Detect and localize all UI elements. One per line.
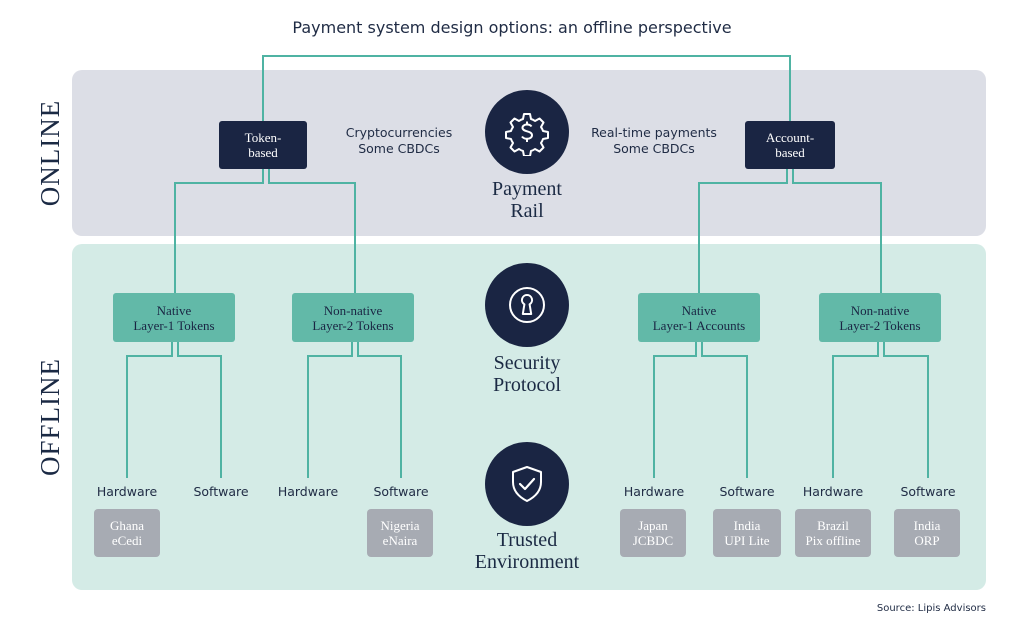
leaf-connector-7 bbox=[832, 342, 879, 478]
software-label: Software bbox=[193, 484, 249, 499]
payment-rail-circle bbox=[485, 90, 569, 174]
token-to-native-connector bbox=[174, 169, 264, 293]
leaf-connector-1 bbox=[126, 342, 173, 478]
token-examples-note: Cryptocurrencies Some CBDCs bbox=[345, 125, 453, 156]
trusted-environment-label: Trusted Environment bbox=[474, 529, 580, 573]
software-label: Software bbox=[900, 484, 956, 499]
leaf-connector-3 bbox=[307, 342, 353, 478]
example-india-orp: India ORP bbox=[894, 509, 960, 557]
example-ghana-ecedi: Ghana eCedi bbox=[94, 509, 160, 557]
nonnative-layer2-tokens-node-right: Non-native Layer-2 Tokens bbox=[819, 293, 941, 342]
keyhole-lock-icon bbox=[509, 287, 545, 323]
leaf-connector-5 bbox=[653, 342, 697, 478]
example-japan-jcbdc: Japan JCBDC bbox=[620, 509, 686, 557]
hardware-label: Hardware bbox=[802, 484, 864, 499]
hardware-label: Hardware bbox=[623, 484, 685, 499]
diagram-title: Payment system design options: an offlin… bbox=[292, 18, 732, 37]
native-layer1-accounts-node: Native Layer-1 Accounts bbox=[638, 293, 760, 342]
security-protocol-label: Security Protocol bbox=[493, 352, 561, 396]
trusted-environment-circle bbox=[485, 442, 569, 526]
payment-rail-label: Payment Rail bbox=[492, 178, 562, 222]
account-based-node: Account- based bbox=[745, 121, 835, 169]
leaf-connector-2 bbox=[177, 342, 222, 478]
example-india-upi-lite: India UPI Lite bbox=[713, 509, 781, 557]
hardware-label: Hardware bbox=[96, 484, 158, 499]
account-to-native-connector bbox=[698, 169, 788, 293]
token-based-node: Token- based bbox=[219, 121, 307, 169]
software-label: Software bbox=[719, 484, 775, 499]
security-protocol-circle bbox=[485, 263, 569, 347]
example-nigeria-enaira: Nigeria eNaira bbox=[367, 509, 433, 557]
account-examples-note: Real-time payments Some CBDCs bbox=[591, 125, 717, 156]
title-connector bbox=[262, 55, 791, 121]
software-label: Software bbox=[373, 484, 429, 499]
token-to-nonnative-connector bbox=[268, 169, 356, 293]
leaf-connector-4 bbox=[357, 342, 402, 478]
leaf-connector-6 bbox=[701, 342, 748, 478]
hardware-label: Hardware bbox=[277, 484, 339, 499]
account-to-nonnative-connector bbox=[792, 169, 882, 293]
leaf-connector-8 bbox=[883, 342, 929, 478]
example-brazil-pix-offline: Brazil Pix offline bbox=[795, 509, 871, 557]
shield-check-icon bbox=[512, 466, 542, 502]
source-note: Source: Lipis Advisors bbox=[876, 603, 986, 614]
dollar-gear-icon bbox=[505, 113, 549, 156]
nonnative-layer2-tokens-node: Non-native Layer-2 Tokens bbox=[292, 293, 414, 342]
native-layer1-tokens-node: Native Layer-1 Tokens bbox=[113, 293, 235, 342]
